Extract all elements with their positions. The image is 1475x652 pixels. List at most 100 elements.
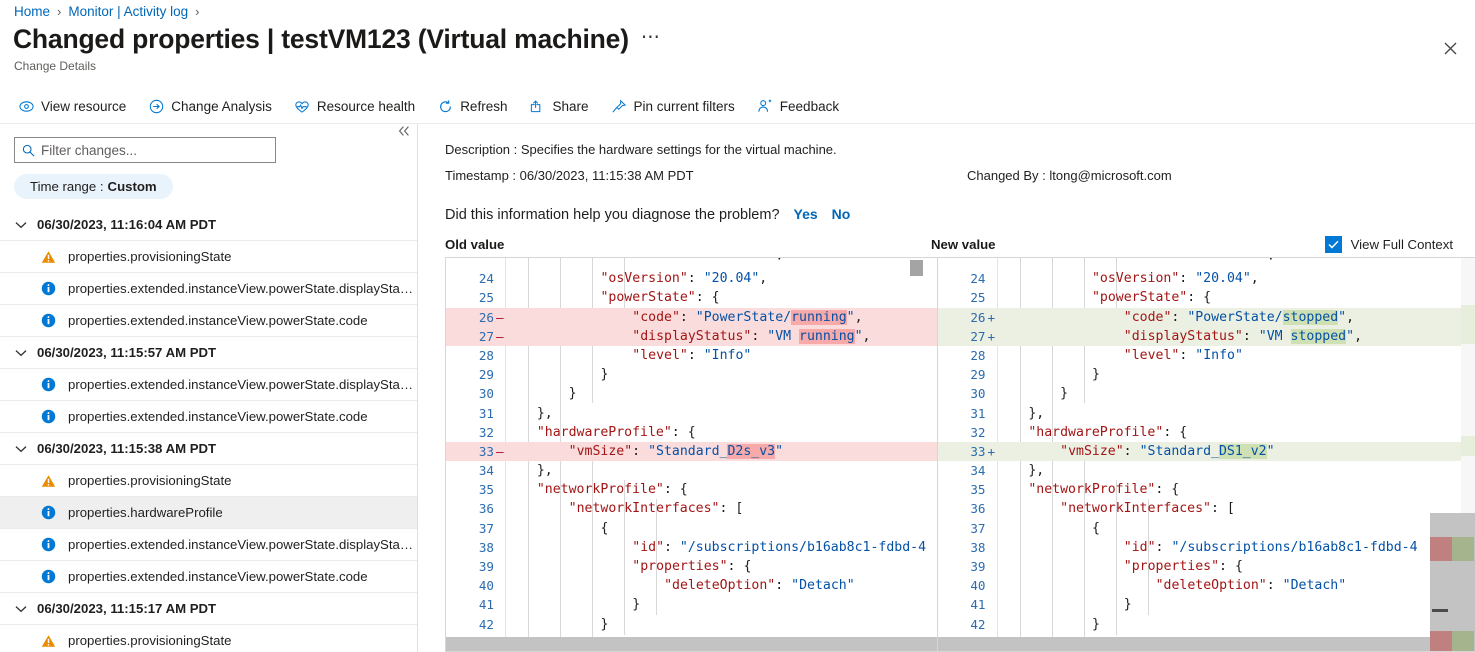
diff-line: 30 } [446,384,937,403]
vertical-scrollbar-thumb[interactable] [909,260,923,276]
change-list-item[interactable]: properties.extended.instanceView.powerSt… [0,273,417,305]
diff-line: 29 } [446,365,937,384]
diff-line-text: }, [536,463,553,479]
diff-line-number: 33 [970,443,986,459]
diff-line-text: } [568,386,577,402]
diff-line: 29 } [938,365,1475,384]
diff-line-sign [496,365,505,384]
close-button[interactable] [1437,35,1463,61]
diff-old-side[interactable]: ·24 "osVersion": "20.04",25 "powerState"… [446,258,938,651]
diff-line-number: 33 [478,443,494,459]
diff-line-number: 26 [970,309,986,325]
diff-line-number: 32 [478,424,494,440]
diff-new-side[interactable]: ·24 "osVersion": "20.04",25 "powerState"… [937,258,1475,651]
breadcrumb-item-monitor-activity-log[interactable]: Monitor | Activity log [68,4,189,19]
diff-line: 32 "hardwareProfile": { [938,423,1475,442]
change-list-item[interactable]: properties.provisioningState [0,241,417,273]
change-list-item[interactable]: properties.extended.instanceView.powerSt… [0,529,417,561]
filter-chip-time-range[interactable]: Time range : Custom [14,174,173,199]
diff-line-number: 27 [970,328,986,344]
diff-line-sign [988,595,997,614]
feedback-prompt: Did this information help you diagnose t… [445,206,850,223]
change-list-item[interactable]: properties.provisioningState [0,625,417,652]
diff-line-number: 31 [970,405,986,421]
toolbar-view-resource-button[interactable]: View resource [14,94,136,118]
diff-line-number: 42 [970,616,986,632]
diff-line-text: "deleteOption": "Detach" [664,578,855,594]
diff-line: 42 } [938,615,1475,634]
filter-changes-field[interactable] [14,137,276,163]
diff-line: 34 }, [446,461,937,480]
diff-line-sign [988,258,997,269]
toolbar-change-analysis-button[interactable]: Change Analysis [144,94,282,118]
horizontal-scrollbar[interactable] [446,637,937,651]
checkbox[interactable] [1324,236,1342,253]
feedback-yes-link[interactable]: Yes [793,206,818,222]
diff-line-text: · [775,258,784,267]
change-list-item[interactable]: properties.extended.instanceView.powerSt… [0,561,417,593]
diff-line: 42 } [446,615,937,634]
diff-line-sign: + [987,328,996,344]
chevron-down-icon [14,349,28,357]
toolbar-share-button[interactable]: Share [525,94,598,118]
change-analysis-icon [148,98,164,114]
diff-line-text: } [600,367,609,383]
diff-line: · [446,258,937,269]
diff-line-sign [988,346,997,365]
diff-line-number: 28 [478,347,494,363]
toolbar-pin-current-filters-button[interactable]: Pin current filters [607,94,745,118]
toolbar-resource-health-button[interactable]: Resource health [290,94,425,118]
change-list-item[interactable]: properties.provisioningState [0,465,417,497]
change-list-item-selected[interactable]: properties.hardwareProfile [0,497,417,529]
collapse-sidebar-button[interactable] [393,120,415,142]
diff-line-number: 24 [970,271,986,287]
change-group-timestamp: 06/30/2023, 11:15:57 AM PDT [37,345,217,360]
diff-line-text: } [632,597,641,613]
toolbar-label: Resource health [316,98,416,114]
diff-line-number: 28 [970,347,986,363]
change-group-header[interactable]: 06/30/2023, 11:15:57 AM PDT [0,337,417,369]
diff-line-text: }, [1028,463,1045,479]
diff-line-text: "networkInterfaces": [ [568,501,744,517]
change-list-item-label: properties.extended.instanceView.powerSt… [68,313,368,328]
change-list-item[interactable]: properties.extended.instanceView.powerSt… [0,401,417,433]
change-list-item[interactable]: properties.extended.instanceView.powerSt… [0,369,417,401]
change-group-header[interactable]: 06/30/2023, 11:15:17 AM PDT [0,593,417,625]
diff-line: 31 }, [938,404,1475,423]
close-icon [1444,42,1456,54]
command-bar: View resource Change Analysis Resource h… [0,90,1475,122]
diff-line-sign [988,384,997,403]
diff-line-number: 27 [478,328,494,344]
refresh-icon [437,98,453,114]
changed-by-label: Changed By : [967,168,1046,183]
diff-line-text: "code": "PowerState/stopped", [1123,309,1355,325]
view-full-context-toggle[interactable]: View Full Context [1324,236,1453,253]
diff-line-number [446,258,496,269]
diff-line-text: "displayStatus": "VM stopped", [1123,328,1363,344]
feedback-no-link[interactable]: No [831,206,851,222]
diff-line: 33– "vmSize": "Standard_D2s_v3" [446,441,937,462]
search-input[interactable] [41,139,275,161]
change-list-item[interactable]: properties.extended.instanceView.powerSt… [0,305,417,337]
title-row: Changed properties | testVM123 (Virtual … [13,24,661,54]
diff-line-sign [496,557,505,576]
diff-minimap[interactable] [1430,513,1475,651]
diff-line-number: 38 [970,539,986,555]
more-options-icon[interactable]: ⋯ [640,27,661,49]
toolbar-feedback-button[interactable]: Feedback [753,94,849,118]
pin-icon [611,98,627,114]
change-group-header[interactable]: 06/30/2023, 11:16:04 AM PDT [0,209,417,241]
resource-health-icon [294,98,310,114]
horizontal-scrollbar[interactable] [937,637,1430,651]
info-icon [40,377,56,392]
breadcrumb-item-home[interactable]: Home [14,4,51,19]
diff-line: 27+ "displayStatus": "VM stopped", [937,326,1475,346]
minimap-add-chunk [1452,537,1474,561]
overview-add-marker [1461,436,1475,456]
change-group-header[interactable]: 06/30/2023, 11:15:38 AM PDT [0,433,417,465]
toolbar-refresh-button[interactable]: Refresh [433,94,517,118]
minimap-add-chunk [1452,631,1474,651]
diff-line-text: "level": "Info" [632,347,752,363]
diff-line-sign [496,404,505,423]
warning-icon [40,250,56,264]
